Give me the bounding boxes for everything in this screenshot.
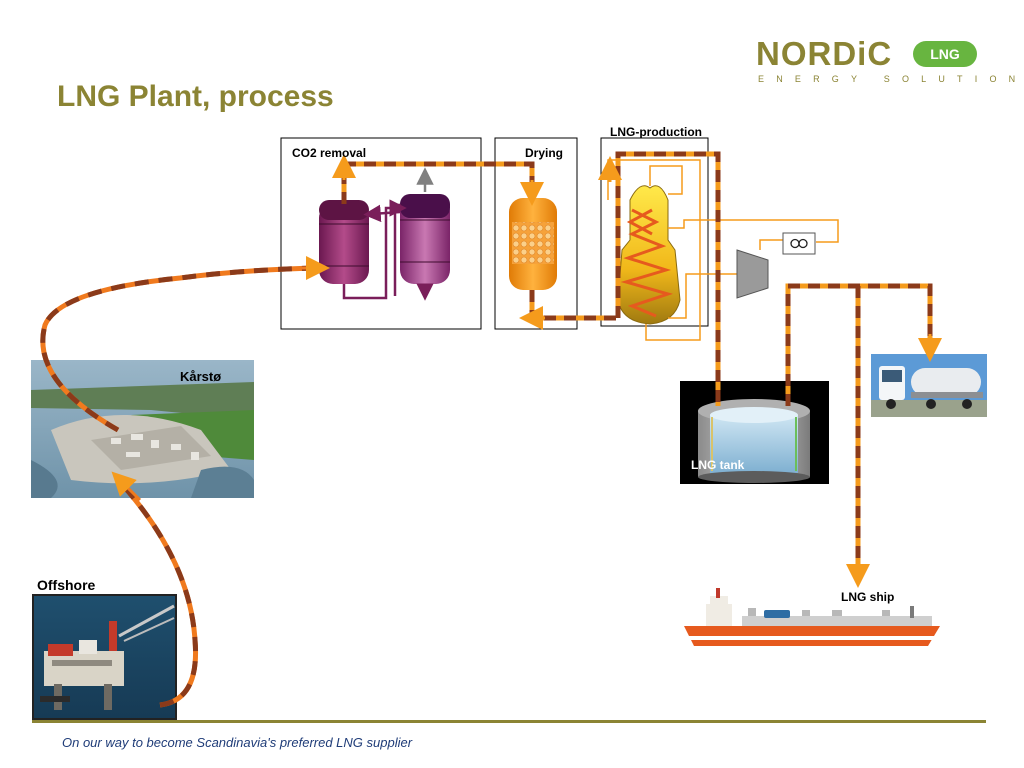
lng-tank-photo	[680, 381, 829, 484]
logo-tagline: ENERGY SOLUTIONS	[758, 74, 1024, 84]
footer-tagline: On our way to become Scandinavia's prefe…	[62, 735, 413, 750]
process-arrows	[332, 154, 942, 588]
slide-title: LNG Plant, process	[57, 80, 334, 113]
co2-removal-box	[280, 137, 482, 330]
logo-badge: LNG	[913, 41, 977, 67]
lng-ship-illustration	[682, 584, 952, 654]
drier-vessel	[509, 198, 557, 290]
logo-wordmark: NORDiC	[756, 35, 893, 72]
co2-removal-label: CO2 removal	[292, 146, 367, 160]
compressor	[736, 249, 769, 299]
footer-rule	[32, 720, 986, 723]
motor-icon	[782, 232, 816, 255]
lng-production-box	[600, 137, 709, 327]
lng-truck-photo	[871, 354, 987, 417]
karsto-label: Kårstø	[180, 369, 222, 384]
feed-gas-pipeline	[40, 265, 317, 708]
cold-box	[617, 185, 681, 325]
stripper-vessel	[400, 194, 450, 284]
karsto-aerial-photo	[31, 360, 254, 498]
process-gas-line	[341, 151, 933, 570]
lng-ship-label: LNG ship	[841, 590, 895, 604]
lng-tank-label: LNG tank	[691, 458, 745, 472]
drying-label: Drying	[525, 146, 564, 160]
amine-loop	[342, 199, 434, 301]
flow-arrows	[111, 256, 330, 502]
offshore-platform-photo	[32, 594, 177, 720]
offshore-label: Offshore	[37, 577, 96, 593]
absorber-vessel	[319, 200, 369, 284]
lng-production-label: LNG-production	[610, 125, 702, 139]
nordic-lng-logo: NORDiC LNG ENERGY SOLUTIONS	[752, 35, 1024, 88]
